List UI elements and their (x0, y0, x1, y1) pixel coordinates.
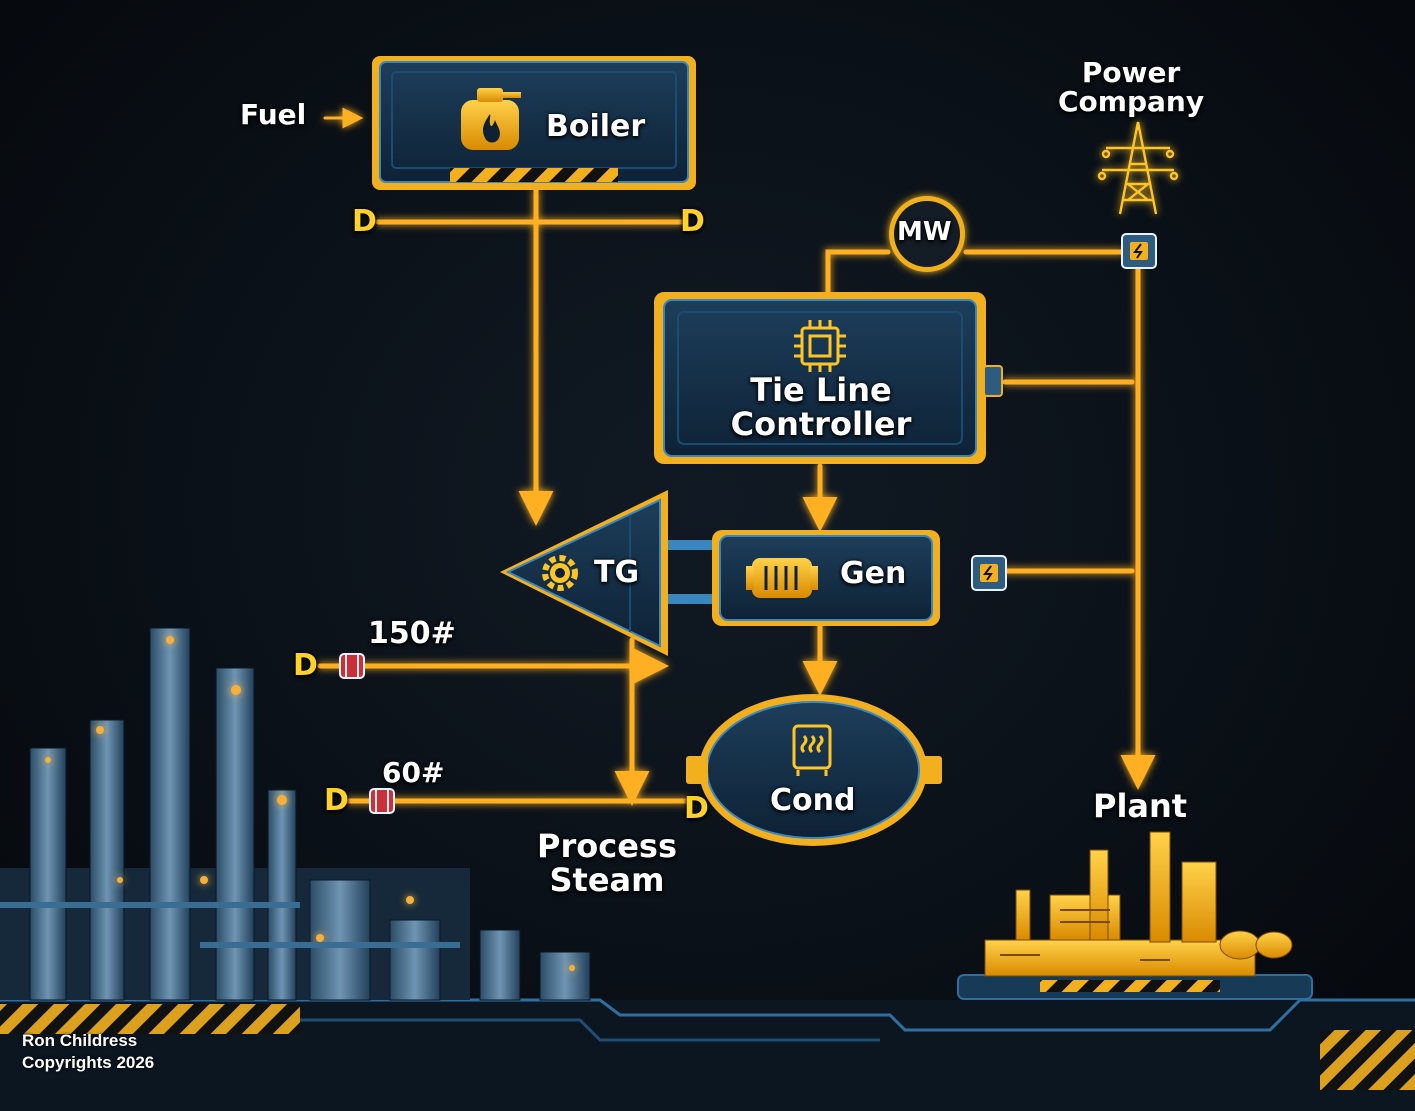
process-steam-label: Process Steam (532, 827, 682, 899)
d-marker-cond: D (684, 791, 709, 826)
generator-block[interactable] (712, 530, 940, 626)
tie-line-line1: Tie Line (750, 371, 892, 409)
mw-to-controller-pipe (825, 249, 891, 303)
steam-150-label: 150# (368, 616, 456, 651)
power-company-line1: Power (1081, 56, 1181, 89)
plant-label: Plant (1093, 787, 1188, 825)
process-steam-line2: Steam (549, 860, 665, 899)
factory-icon (957, 831, 1313, 1000)
d-marker-60: D (324, 783, 349, 818)
chip-icon (794, 320, 846, 372)
d-marker-boiler-right: D (680, 204, 705, 239)
heat-icon (792, 724, 832, 776)
process-steam-line1: Process (537, 827, 677, 865)
credit-author: Ron Childress (22, 1031, 138, 1050)
valve-60[interactable] (369, 788, 395, 814)
turbine-generator-block[interactable] (500, 490, 714, 656)
mw-label: MW (897, 217, 952, 247)
copyright-credit: Ron Childress Copyrights 2026 (22, 1030, 154, 1074)
boiler-label: Boiler (546, 109, 646, 144)
d-marker-150: D (293, 648, 318, 683)
gear-icon (542, 555, 578, 591)
refinery-illustration (0, 627, 591, 1001)
ground-platform (0, 998, 1415, 1111)
gen-label: Gen (840, 556, 907, 591)
tie-line-controller-label: Tie Line Controller (726, 371, 916, 443)
power-company-line2: Company (1058, 85, 1205, 119)
pipes (317, 107, 1156, 806)
boiler-block[interactable] (372, 56, 696, 190)
mw-meter[interactable] (889, 196, 965, 272)
motor-icon (746, 558, 818, 598)
power-company-label: Power Company (1058, 58, 1204, 117)
breaker-icon (1121, 233, 1157, 269)
condenser-block[interactable] (686, 694, 942, 846)
cond-label: Cond (770, 783, 856, 818)
steam-60-label: 60# (382, 756, 445, 789)
gen-breaker-icon (971, 555, 1007, 591)
tg-label: TG (594, 555, 640, 590)
valve-150[interactable] (339, 653, 365, 679)
credit-year: Copyrights 2026 (22, 1053, 155, 1073)
tie-line-controller-block[interactable] (654, 292, 1003, 464)
boiler-flame-icon (461, 88, 521, 150)
tie-line-line2: Controller (730, 404, 912, 443)
transmission-tower-icon (1097, 121, 1179, 215)
d-marker-boiler-left: D (352, 204, 377, 239)
fuel-label: Fuel (240, 98, 307, 131)
